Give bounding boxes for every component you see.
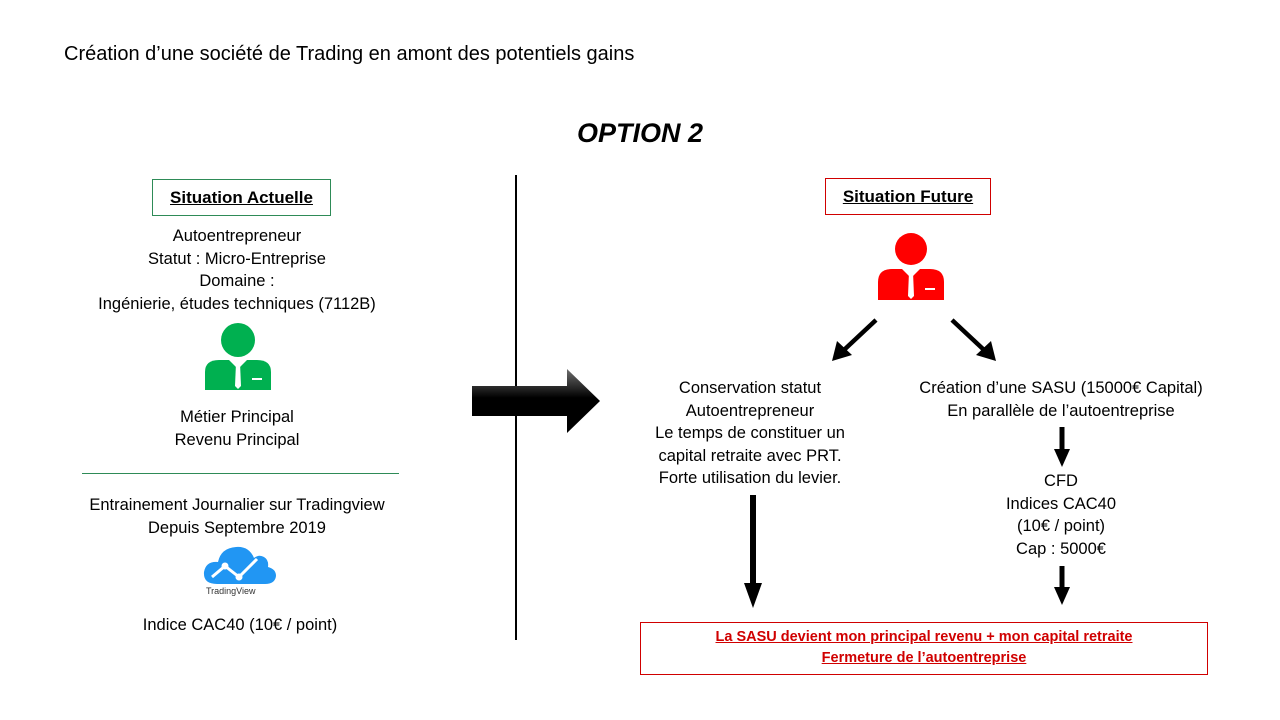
cfd-line: Cap : 5000€ <box>1016 539 1106 558</box>
branch-line: Conservation statut <box>678 379 822 397</box>
section-divider <box>82 473 399 474</box>
tradingview-logo-text: TradingView <box>206 586 256 596</box>
detail-line: Domaine : <box>199 272 275 290</box>
arrow-down-right-icon <box>950 318 996 361</box>
branch-line: capital retraite avec PRT. <box>658 446 842 465</box>
tradingview-cloud-icon <box>203 546 276 584</box>
result-box: La SASU devient mon principal revenu + m… <box>640 622 1208 675</box>
long-arrow-down-icon <box>744 495 762 608</box>
training-line: Depuis Septembre 2019 <box>148 518 326 537</box>
page-title: Création d’une société de Trading en amo… <box>64 43 635 65</box>
current-role: Métier Principal Revenu Principal <box>62 406 412 451</box>
future-situation-heading: Situation Future <box>825 178 991 215</box>
cfd-line: (10€ / point) <box>1016 517 1106 535</box>
right-branch-text: Création d’une SASU (15000€ Capital) En … <box>890 377 1232 422</box>
training-line: Entrainement Journalier sur Tradingview <box>89 496 385 514</box>
current-situation-details: Autoentrepreneur Statut : Micro-Entrepri… <box>62 225 412 315</box>
arrow-down-left-icon <box>832 318 878 361</box>
person-icon-red <box>878 233 944 300</box>
training-info: Entrainement Journalier sur Tradingview … <box>62 494 412 539</box>
result-line: Fermeture de l’autoentreprise <box>821 650 1027 666</box>
result-line: La SASU devient mon principal revenu + m… <box>715 629 1133 645</box>
arrow-down-icon <box>1054 427 1070 467</box>
role-line: Métier Principal <box>180 408 294 426</box>
cfd-line: CFD <box>1044 472 1078 490</box>
detail-line: Autoentrepreneur <box>172 227 302 245</box>
branch-line: Autoentrepreneur <box>685 401 815 420</box>
cfd-details: CFD Indices CAC40 (10€ / point) Cap : 50… <box>961 470 1161 560</box>
detail-line: Ingénierie, études techniques (7112B) <box>98 294 376 313</box>
big-right-arrow-icon <box>472 369 600 433</box>
branch-line: Forte utilisation du levier. <box>658 469 842 487</box>
left-branch-text: Conservation statut Autoentrepreneur Le … <box>600 377 900 490</box>
detail-line: Statut : Micro-Entreprise <box>148 249 326 268</box>
cfd-line: Indices CAC40 <box>1005 494 1117 513</box>
branch-line: Création d’une SASU (15000€ Capital) <box>919 379 1203 397</box>
option-title: OPTION 2 <box>576 118 704 148</box>
branch-line: En parallèle de l’autoentreprise <box>947 401 1175 420</box>
index-line: Indice CAC40 (10€ / point) <box>142 616 338 634</box>
role-line: Revenu Principal <box>174 430 300 449</box>
person-icon-green <box>205 323 271 390</box>
arrow-down-icon <box>1054 566 1070 605</box>
current-situation-heading: Situation Actuelle <box>152 179 331 216</box>
branch-line: Le temps de constituer un <box>655 424 845 442</box>
